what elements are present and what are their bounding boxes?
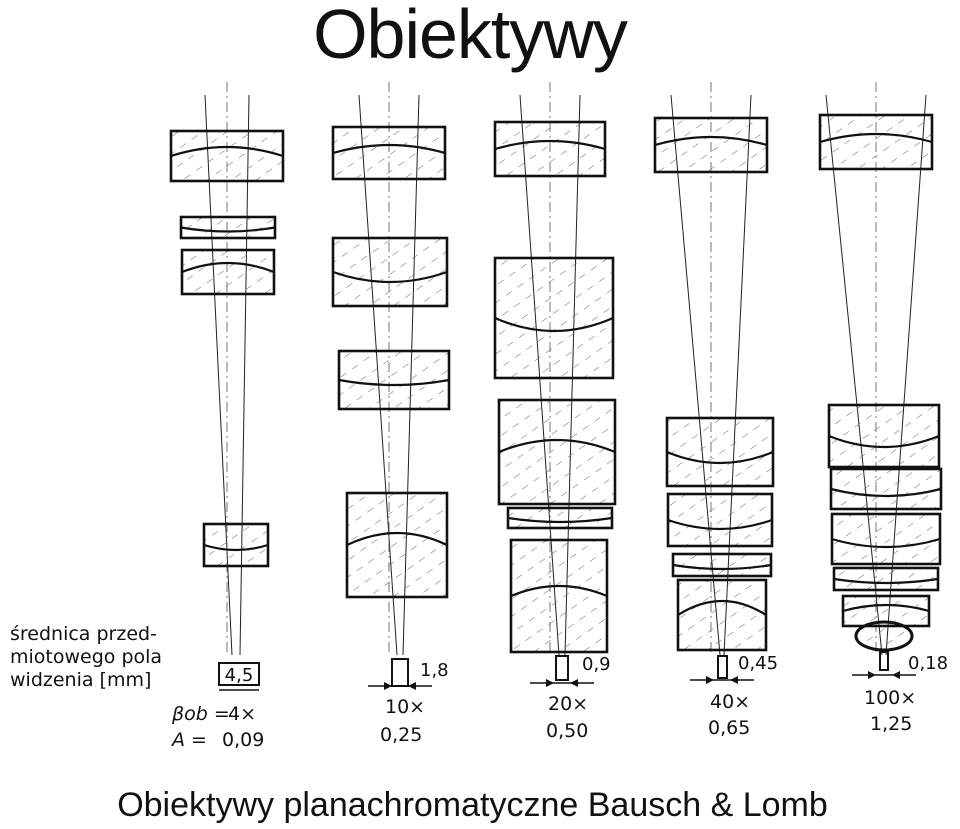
lens-4x-d bbox=[202, 522, 270, 568]
lens-4x-c-surface bbox=[181, 261, 275, 274]
lens-10x-b-surface bbox=[332, 270, 448, 284]
lens-4x-c bbox=[180, 248, 276, 296]
lens-100x-b-surface bbox=[828, 434, 940, 449]
lens-100x-a bbox=[818, 113, 934, 171]
field-value-20x: 0,9 bbox=[582, 654, 611, 675]
lens-100x-d-surface bbox=[831, 537, 941, 549]
magnification-40x: 40× bbox=[710, 691, 750, 713]
lens-40x-d-surface bbox=[672, 563, 772, 571]
aperture-4x: 0,09 bbox=[222, 729, 264, 751]
lens-20x-e-surface bbox=[510, 584, 608, 598]
lens-20x-c bbox=[497, 398, 617, 506]
lens-4x-b bbox=[179, 215, 277, 240]
field-box-10x bbox=[391, 658, 409, 687]
lens-4x-a bbox=[169, 129, 285, 183]
lens-20x-d bbox=[506, 506, 614, 530]
dimension-arrow-1 bbox=[546, 679, 578, 687]
field-value-100x: 0,18 bbox=[908, 653, 948, 674]
lens-20x-c-surface bbox=[498, 438, 616, 454]
lens-40x-e bbox=[676, 578, 768, 652]
lens-40x-a bbox=[653, 116, 769, 174]
lens-100x-d bbox=[830, 512, 942, 566]
lens-40x-c-surface bbox=[667, 518, 773, 531]
lens-40x-c bbox=[666, 492, 774, 548]
lens-10x-a bbox=[331, 125, 447, 181]
field-box-4x: 4,5 bbox=[218, 662, 260, 691]
lens-20x-a-surface bbox=[494, 139, 606, 151]
magnification-4x: 4× bbox=[228, 703, 256, 725]
lens-10x-c bbox=[337, 349, 451, 411]
field-box-100x bbox=[879, 651, 889, 671]
figure-caption: Obiektywy planachromatyczne Bausch & Lom… bbox=[117, 786, 828, 824]
lens-20x-b-surface bbox=[494, 316, 614, 333]
aperture-values: 0,09 0,25 0,50 0,65 1,25 bbox=[222, 713, 912, 751]
lens-20x-d-surface bbox=[507, 516, 613, 524]
lens-100x-c-surface bbox=[830, 487, 942, 498]
lens-4x-b-surface bbox=[180, 226, 276, 233]
aperture-20x: 0,50 bbox=[546, 720, 588, 742]
lens-100x-e bbox=[832, 566, 940, 592]
legend-line-1: średnica przed- bbox=[10, 623, 157, 645]
legend-line-3: widzenia [mm] bbox=[10, 669, 151, 691]
lens-4x-d-surface bbox=[203, 543, 269, 552]
dimension-arrow-0 bbox=[384, 682, 416, 690]
field-box-20x bbox=[555, 655, 569, 681]
magnification-100x: 100× bbox=[864, 687, 916, 709]
page-title: Obiektywy bbox=[313, 0, 628, 73]
magnification-10x: 10× bbox=[385, 696, 425, 718]
dimension-arrow-2 bbox=[706, 676, 738, 684]
aperture-label: A = bbox=[170, 729, 207, 751]
lens-100x-f-surface bbox=[842, 603, 930, 613]
aperture-40x: 0,65 bbox=[708, 717, 750, 739]
lens-10x-b bbox=[331, 236, 449, 308]
beta-label: βob = bbox=[171, 703, 230, 725]
lens-40x-b bbox=[665, 416, 775, 488]
lens-10x-c-surface bbox=[338, 378, 450, 387]
row-labels: βob = A = bbox=[170, 703, 230, 751]
lens-20x-e bbox=[509, 538, 609, 654]
field-value-10x: 1,8 bbox=[420, 660, 449, 681]
lens-systems bbox=[169, 82, 943, 690]
lens-100x-b bbox=[827, 403, 941, 469]
lens-100x-front bbox=[854, 620, 914, 652]
lens-10x-d-surface bbox=[346, 531, 448, 546]
lens-40x-d bbox=[671, 552, 773, 578]
lens-10x-d bbox=[345, 491, 449, 599]
field-value-4x: 4,5 bbox=[225, 665, 254, 686]
lens-20x-a bbox=[493, 120, 607, 178]
lens-40x-e-surface bbox=[677, 599, 767, 616]
lens-100x-e-surface bbox=[833, 577, 939, 585]
lens-4x-a-surface bbox=[170, 145, 284, 158]
field-diameter-legend: średnica przed- miotowego pola widzenia … bbox=[10, 623, 162, 691]
lens-100x-c bbox=[829, 467, 943, 511]
field-box-40x bbox=[717, 655, 728, 679]
lens-20x-b bbox=[493, 256, 615, 380]
aperture-10x: 0,25 bbox=[380, 724, 422, 746]
field-value-40x: 0,45 bbox=[738, 653, 778, 674]
aperture-100x: 1,25 bbox=[870, 713, 912, 735]
lens-10x-a-surface bbox=[332, 143, 446, 155]
lens-40x-a-surface bbox=[654, 135, 768, 147]
dimension-arrow-3 bbox=[868, 671, 900, 679]
lens-100x-a-surface bbox=[819, 132, 933, 144]
magnification-values: 4× 10× 20× 40× 100× bbox=[228, 687, 916, 725]
legend-line-2: miotowego pola bbox=[10, 646, 162, 668]
lens-40x-b-surface bbox=[666, 450, 774, 465]
magnification-20x: 20× bbox=[548, 693, 588, 715]
